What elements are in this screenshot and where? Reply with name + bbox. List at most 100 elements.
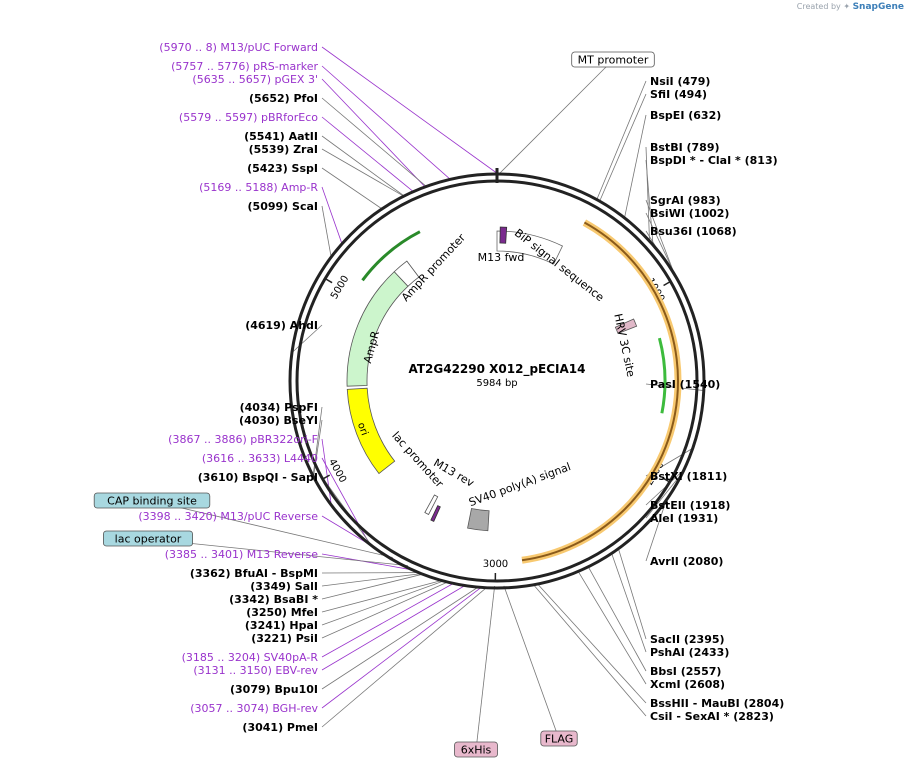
leader-line <box>321 148 404 197</box>
enzyme-site-label[interactable]: (3041) PmeI <box>242 721 318 734</box>
primer-site-label[interactable]: (5970 .. 8) M13/pUC Forward <box>159 41 318 54</box>
snapgene-logo-icon: ✦ <box>843 2 851 11</box>
plasmid-name: AT2G42290 X012_pECIA14 <box>408 362 585 377</box>
enzyme-site-label[interactable]: (3342) BsaBI * <box>229 593 318 606</box>
feature-green-2 <box>657 337 667 414</box>
plasmid-size: 5984 bp <box>476 378 517 389</box>
enzyme-site-label[interactable]: (3241) HpaI <box>245 619 318 632</box>
feature-green-1 <box>361 230 421 282</box>
leader-line <box>321 553 413 571</box>
ring-tick-mark <box>663 280 671 287</box>
feature-ampr-promoter <box>393 260 420 287</box>
leader-line <box>475 585 496 751</box>
enzyme-site-label[interactable]: (5423) SspI <box>247 162 318 175</box>
enzyme-site-label[interactable]: (3349) SalI <box>250 580 318 593</box>
site-labels: (5970 .. 8) M13/pUC Forward (5757 .. 5776… <box>93 41 784 758</box>
feature-tracks <box>346 219 682 564</box>
leader-line <box>537 583 647 704</box>
ring-tick-label: 3000 <box>483 559 509 570</box>
enzyme-site-label[interactable]: BssHII - MauBI (2804) <box>650 697 784 710</box>
enzyme-site-label[interactable]: (4034) PspFI <box>240 401 318 414</box>
feature-box-6xhis[interactable] <box>454 741 498 758</box>
primer-site-label[interactable]: (3057 .. 3074) BGH-rev <box>190 702 318 715</box>
leader-line <box>645 159 654 245</box>
enzyme-site-label[interactable]: BspDI * - ClaI * (813) <box>650 154 778 167</box>
enzyme-site-label[interactable]: PasI (1540) <box>650 378 720 391</box>
primer-site-label[interactable]: (3867 .. 3886) pBR322ori-F <box>168 433 318 446</box>
feature-box-label: FLAG <box>545 733 574 746</box>
leader-line <box>645 472 684 519</box>
leader-line <box>321 581 448 639</box>
enzyme-site-label[interactable]: (3079) Bpu10I <box>230 683 318 696</box>
feature-label-sv40: SV40 poly(A) signal <box>467 460 572 509</box>
feature-box-cap-binding-site[interactable] <box>93 492 211 509</box>
primer-site-label[interactable]: (5635 .. 5657) pGEX 3' <box>192 73 318 86</box>
enzyme-site-label[interactable]: BsiWI (1002) <box>650 207 729 220</box>
enzyme-site-label[interactable]: AvrII (2080) <box>650 555 723 568</box>
enzyme-site-label[interactable]: BstXI (1811) <box>650 470 727 483</box>
ring-tick-mark <box>322 474 331 480</box>
leader-line <box>533 584 647 717</box>
primer-site-label[interactable]: (3131 .. 3150) EBV-rev <box>193 664 318 677</box>
feature-box-flag[interactable] <box>540 730 578 747</box>
enzyme-site-label[interactable]: XcmI (2608) <box>650 678 725 691</box>
leader-line <box>596 80 647 200</box>
leader-line <box>645 199 676 275</box>
leader-line <box>321 583 454 658</box>
enzyme-site-label[interactable]: BstEII (1918) <box>650 499 730 512</box>
feature-m13-fwd <box>499 226 508 244</box>
leader-line <box>151 500 393 558</box>
leader-line <box>645 499 667 562</box>
leader-line <box>291 324 323 353</box>
enzyme-site-label[interactable]: (3221) PsiI <box>251 632 318 645</box>
primer-site-label[interactable]: (3616 .. 3633) L4440 <box>202 452 318 465</box>
enzyme-site-label[interactable]: BbsI (2557) <box>650 665 721 678</box>
leader-line <box>624 114 647 219</box>
feature-box-mt-promoter[interactable] <box>571 51 655 68</box>
leader-line <box>599 93 647 202</box>
primer-site-label[interactable]: (5757 .. 5776) pRS-marker <box>171 60 318 73</box>
enzyme-site-label[interactable]: (5539) ZraI <box>249 143 318 156</box>
feature-lac-promoter <box>424 494 439 516</box>
enzyme-site-label[interactable]: (5652) PfoI <box>249 92 318 105</box>
enzyme-site-label[interactable]: SfiI (494) <box>650 88 707 101</box>
ring-tick-label: 5000 <box>329 274 351 301</box>
enzyme-site-label[interactable]: AleI (1931) <box>650 512 718 525</box>
enzyme-site-label[interactable]: (5541) AatII <box>244 130 318 143</box>
enzyme-site-label[interactable]: SgrAI (983) <box>650 194 721 207</box>
primer-site-label[interactable]: (5579 .. 5597) pBRforEco <box>179 111 318 124</box>
leader-line <box>321 65 451 180</box>
leader-line <box>321 580 442 613</box>
feature-label-m13fwd: M13 fwd <box>478 251 525 264</box>
enzyme-site-label[interactable]: PshAI (2433) <box>650 646 729 659</box>
leader-line <box>321 97 427 187</box>
enzyme-site-label[interactable]: SacII (2395) <box>650 633 725 646</box>
enzyme-site-label[interactable]: CsiI - SexAI * (2823) <box>650 710 774 723</box>
enzyme-site-label[interactable]: Bsu36I (1068) <box>650 225 737 238</box>
primer-site-label[interactable]: (5169 .. 5188) Amp-R <box>199 181 318 194</box>
feature-box-lac-operator[interactable] <box>103 530 193 547</box>
enzyme-site-label[interactable]: (5099) ScaI <box>248 200 318 213</box>
snapgene-watermark: Created by ✦ SnapGene <box>797 2 904 12</box>
enzyme-site-label[interactable]: (3610) BspQI - SapI <box>198 471 318 484</box>
label-leader-lines <box>147 46 704 751</box>
watermark-brand: SnapGene <box>852 2 904 12</box>
enzyme-site-label[interactable]: BspEI (632) <box>650 109 721 122</box>
feature-m13-rev <box>430 505 441 522</box>
enzyme-site-label[interactable]: (4619) AhdI <box>245 319 318 332</box>
leader-line <box>321 46 499 175</box>
feature-hrv-3c-site <box>614 318 638 335</box>
enzyme-site-label[interactable]: (3362) BfuAI - BspMI <box>190 567 318 580</box>
leader-line <box>611 553 647 653</box>
leader-line <box>618 548 647 640</box>
enzyme-site-label[interactable]: (3250) MfeI <box>246 606 318 619</box>
leader-line <box>321 116 414 192</box>
leader-line <box>321 573 423 600</box>
primer-site-label[interactable]: (3185 .. 3204) SV40pA-R <box>182 651 319 664</box>
enzyme-site-label[interactable]: (4030) BseYI <box>239 414 318 427</box>
enzyme-site-label[interactable]: NsiI (479) <box>650 75 710 88</box>
primer-site-label[interactable]: (3398 .. 3420) M13/pUC Reverse <box>138 510 318 523</box>
enzyme-site-label[interactable]: BstBI (789) <box>650 141 720 154</box>
primer-site-label[interactable]: (3385 .. 3401) M13 Reverse <box>165 548 318 561</box>
